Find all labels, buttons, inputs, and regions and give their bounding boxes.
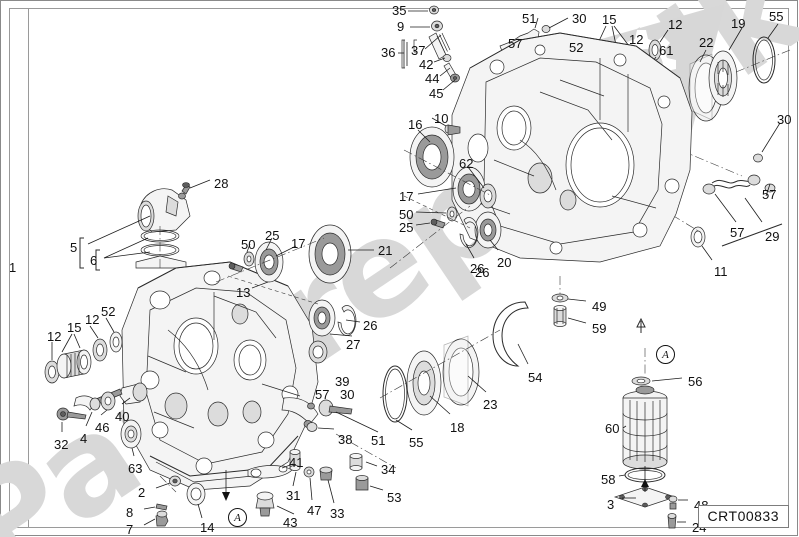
section-marker: A <box>656 345 675 364</box>
callout-number: 30 <box>777 112 792 127</box>
callout-number: 30 <box>340 387 355 402</box>
part-group-sump-hardware <box>143 411 397 527</box>
part-group-shaft-spacers-left <box>44 317 148 457</box>
callout-number: 4 <box>80 431 88 446</box>
callout-number: 12 <box>668 17 683 32</box>
callout-number: 51 <box>522 11 537 26</box>
callout-number: 25 <box>399 220 414 235</box>
part-crankcase-half-upper <box>431 32 693 263</box>
callout-number: 40 <box>115 409 130 424</box>
part-group-clutch-side-bearing <box>688 23 791 122</box>
callout-number: 13 <box>236 285 251 300</box>
callout-number: 63 <box>128 461 143 476</box>
callout-number: 62 <box>459 156 474 171</box>
callout-number: 51 <box>371 433 386 448</box>
callout-number: 11 <box>714 264 728 279</box>
callout-number: 52 <box>101 304 116 319</box>
callout-number: 31 <box>286 488 301 503</box>
part-group-breather-pipe <box>671 122 783 261</box>
part-group-main-bearings-right <box>389 126 502 269</box>
callout-number: 16 <box>408 117 423 132</box>
part-group-intake-manifold <box>79 179 211 271</box>
callout-number: 35 <box>392 3 407 18</box>
callout-number: 57 <box>508 36 523 51</box>
callout-number: 41 <box>289 455 304 470</box>
sheet-border-inner <box>9 8 789 528</box>
callout-number: 9 <box>397 19 405 34</box>
callout-number: 46 <box>95 420 110 435</box>
callout-number: 54 <box>528 370 543 385</box>
callout-number: 26 <box>475 265 490 280</box>
callout-number: 57 <box>730 225 745 240</box>
section-marker: A <box>228 508 247 527</box>
callout-number: 33 <box>330 506 345 521</box>
callout-number: 12 <box>47 329 62 344</box>
callout-number: 12 <box>85 312 100 327</box>
callout-number: 7 <box>126 522 134 537</box>
callout-number: 26 <box>363 318 378 333</box>
callout-number: 44 <box>425 71 440 86</box>
callout-number: 47 <box>307 503 322 518</box>
callout-number: 5 <box>70 240 78 255</box>
callout-number: 32 <box>54 437 69 452</box>
callout-number: 23 <box>483 397 498 412</box>
callout-number: 37 <box>411 43 426 58</box>
part-crankcase-half-lower <box>121 261 353 491</box>
callout-number: 12 <box>629 32 644 47</box>
callout-number: 55 <box>409 435 424 450</box>
sheet-left-rule <box>28 8 29 528</box>
callout-number: 20 <box>497 255 512 270</box>
callout-number: 39 <box>335 374 350 389</box>
callout-number: 25 <box>265 228 280 243</box>
callout-number: 30 <box>572 11 587 26</box>
callout-number: 21 <box>378 243 393 258</box>
part-group-oil-jet <box>551 276 587 327</box>
callout-number: 58 <box>601 472 616 487</box>
callout-number: 50 <box>399 207 414 222</box>
callout-number: 49 <box>592 299 607 314</box>
part-group-tensioner-hardware <box>398 5 460 91</box>
callout-number: 29 <box>765 229 780 244</box>
callout-number: 43 <box>283 515 298 530</box>
callout-number: 19 <box>731 16 746 31</box>
callout-number: 6 <box>90 253 98 268</box>
callout-number: 17 <box>399 189 414 204</box>
callout-number: 8 <box>126 505 134 520</box>
callout-number: 38 <box>338 432 353 447</box>
callout-number: 45 <box>429 86 444 101</box>
callout-number: 15 <box>67 320 82 335</box>
callout-number: 36 <box>381 45 396 60</box>
callout-number: 28 <box>214 176 229 191</box>
callout-number: 14 <box>200 520 215 535</box>
callout-number: 34 <box>381 462 396 477</box>
callout-number: 3 <box>607 497 615 512</box>
callout-number: 52 <box>569 40 584 55</box>
callout-number: 18 <box>450 420 465 435</box>
callout-number: 22 <box>699 35 714 50</box>
callout-number: 2 <box>138 485 146 500</box>
part-group-gearbox-bearings <box>215 224 374 337</box>
callout-number: 61 <box>659 43 674 58</box>
callout-number: 17 <box>291 236 306 251</box>
callout-number: 42 <box>419 57 434 72</box>
callout-number: 1 <box>9 260 17 275</box>
callout-number: 50 <box>241 237 256 252</box>
part-group-clutch-bearing-set <box>379 301 529 431</box>
callout-number: 26 <box>470 261 485 276</box>
part-group-oil-filter <box>613 317 688 529</box>
callout-number: 56 <box>688 374 703 389</box>
callout-number: 57 <box>762 187 777 202</box>
drawing-code-box: CRT00833 <box>697 505 789 528</box>
callout-number: 10 <box>434 111 449 126</box>
callout-number: 55 <box>769 9 784 24</box>
callout-number: 59 <box>592 321 607 336</box>
callout-number: 15 <box>602 12 617 27</box>
callout-number: 53 <box>387 490 402 505</box>
callout-number: 57 <box>315 387 330 402</box>
callout-number: 60 <box>605 421 620 436</box>
callout-number: 27 <box>346 337 361 352</box>
